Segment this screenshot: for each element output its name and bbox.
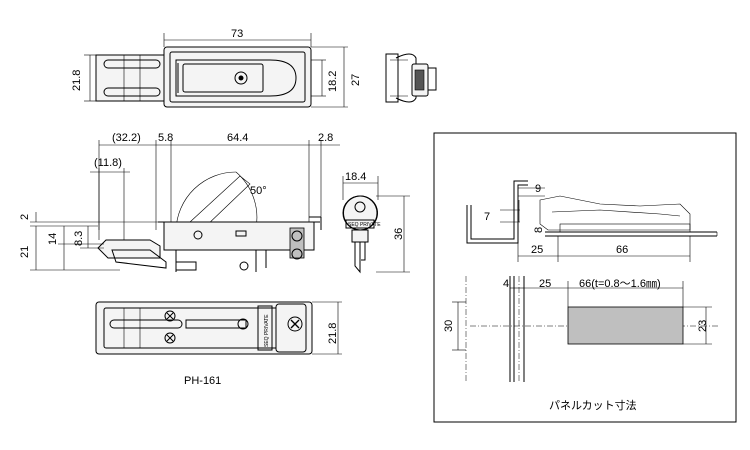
key-dim-width: 18.4 — [345, 171, 366, 183]
cut-dim-lip: 25 — [531, 244, 543, 256]
key-label: SEQ PRIVATE — [348, 222, 381, 228]
panel-cut-caption: パネルカット寸法 — [549, 398, 637, 412]
lock-screw-icon — [287, 316, 303, 332]
side-dim-top-gap: 2 — [19, 214, 31, 220]
side-view: (32.2) 5.8 64.4 2.8 (11.8) 50° — [19, 132, 340, 272]
cut-dim-slot-depth: 25 — [539, 278, 551, 290]
bottom-stamp: SEQ PRIVATE — [264, 314, 270, 347]
panel-cut-section: 9 7 8 25 66 4 25 66(t=0.8～1.6㎜) — [433, 132, 737, 423]
key-view: 18.4 SEQ PRIVATE 36 — [342, 171, 410, 274]
top-dim-inner-height: 18.2 — [327, 71, 339, 92]
side-dim-low-height: 8.3 — [73, 231, 85, 246]
key-dim-height: 36 — [393, 228, 405, 240]
side-dim-flange: 2.8 — [318, 132, 333, 144]
side-dim-handle-reach: (11.8) — [94, 157, 122, 169]
panel-cut-frame — [433, 132, 737, 423]
screw-icon — [234, 71, 248, 85]
cut-dim-height-left: 30 — [443, 320, 455, 332]
top-view-left-block — [95, 54, 165, 102]
side-dim-angle: 50° — [250, 185, 267, 197]
cut-dim-slot-width: 4 — [503, 278, 509, 290]
top-dim-length: 73 — [231, 28, 243, 40]
bottom-dim-height: 21.8 — [327, 323, 339, 344]
top-view-body — [163, 46, 312, 108]
side-dim-mid-height: 14 — [47, 233, 59, 245]
cut-dim-gap: 8 — [533, 227, 545, 233]
panel-cut-opening — [567, 306, 684, 345]
cut-dim-step: 7 — [484, 211, 490, 223]
top-dim-outer-height: 27 — [350, 74, 362, 86]
cut-dim-thickness-top: 9 — [535, 183, 541, 195]
top-dim-left-height: 21.8 — [71, 70, 83, 91]
end-view — [385, 53, 437, 103]
cut-dim-cut-length: 66(t=0.8～1.6㎜) — [579, 278, 661, 290]
side-dim-body-length: 64.4 — [227, 132, 248, 144]
side-dim-overhang: (32.2) — [112, 132, 141, 144]
side-dim-total-height: 21 — [19, 246, 31, 258]
side-dim-offset: 5.8 — [158, 132, 173, 144]
top-view: 73 21.8 18.2 27 — [71, 28, 362, 108]
screw-icon — [164, 332, 176, 344]
cut-dim-height-right: 23 — [697, 320, 709, 332]
part-number: PH-161 — [184, 375, 221, 387]
bottom-view: SEQ PRIVATE 21.8 PH-161 — [95, 301, 342, 387]
screw-icon — [164, 310, 176, 322]
cut-dim-depth: 66 — [616, 244, 628, 256]
pivot-icon — [193, 230, 203, 240]
